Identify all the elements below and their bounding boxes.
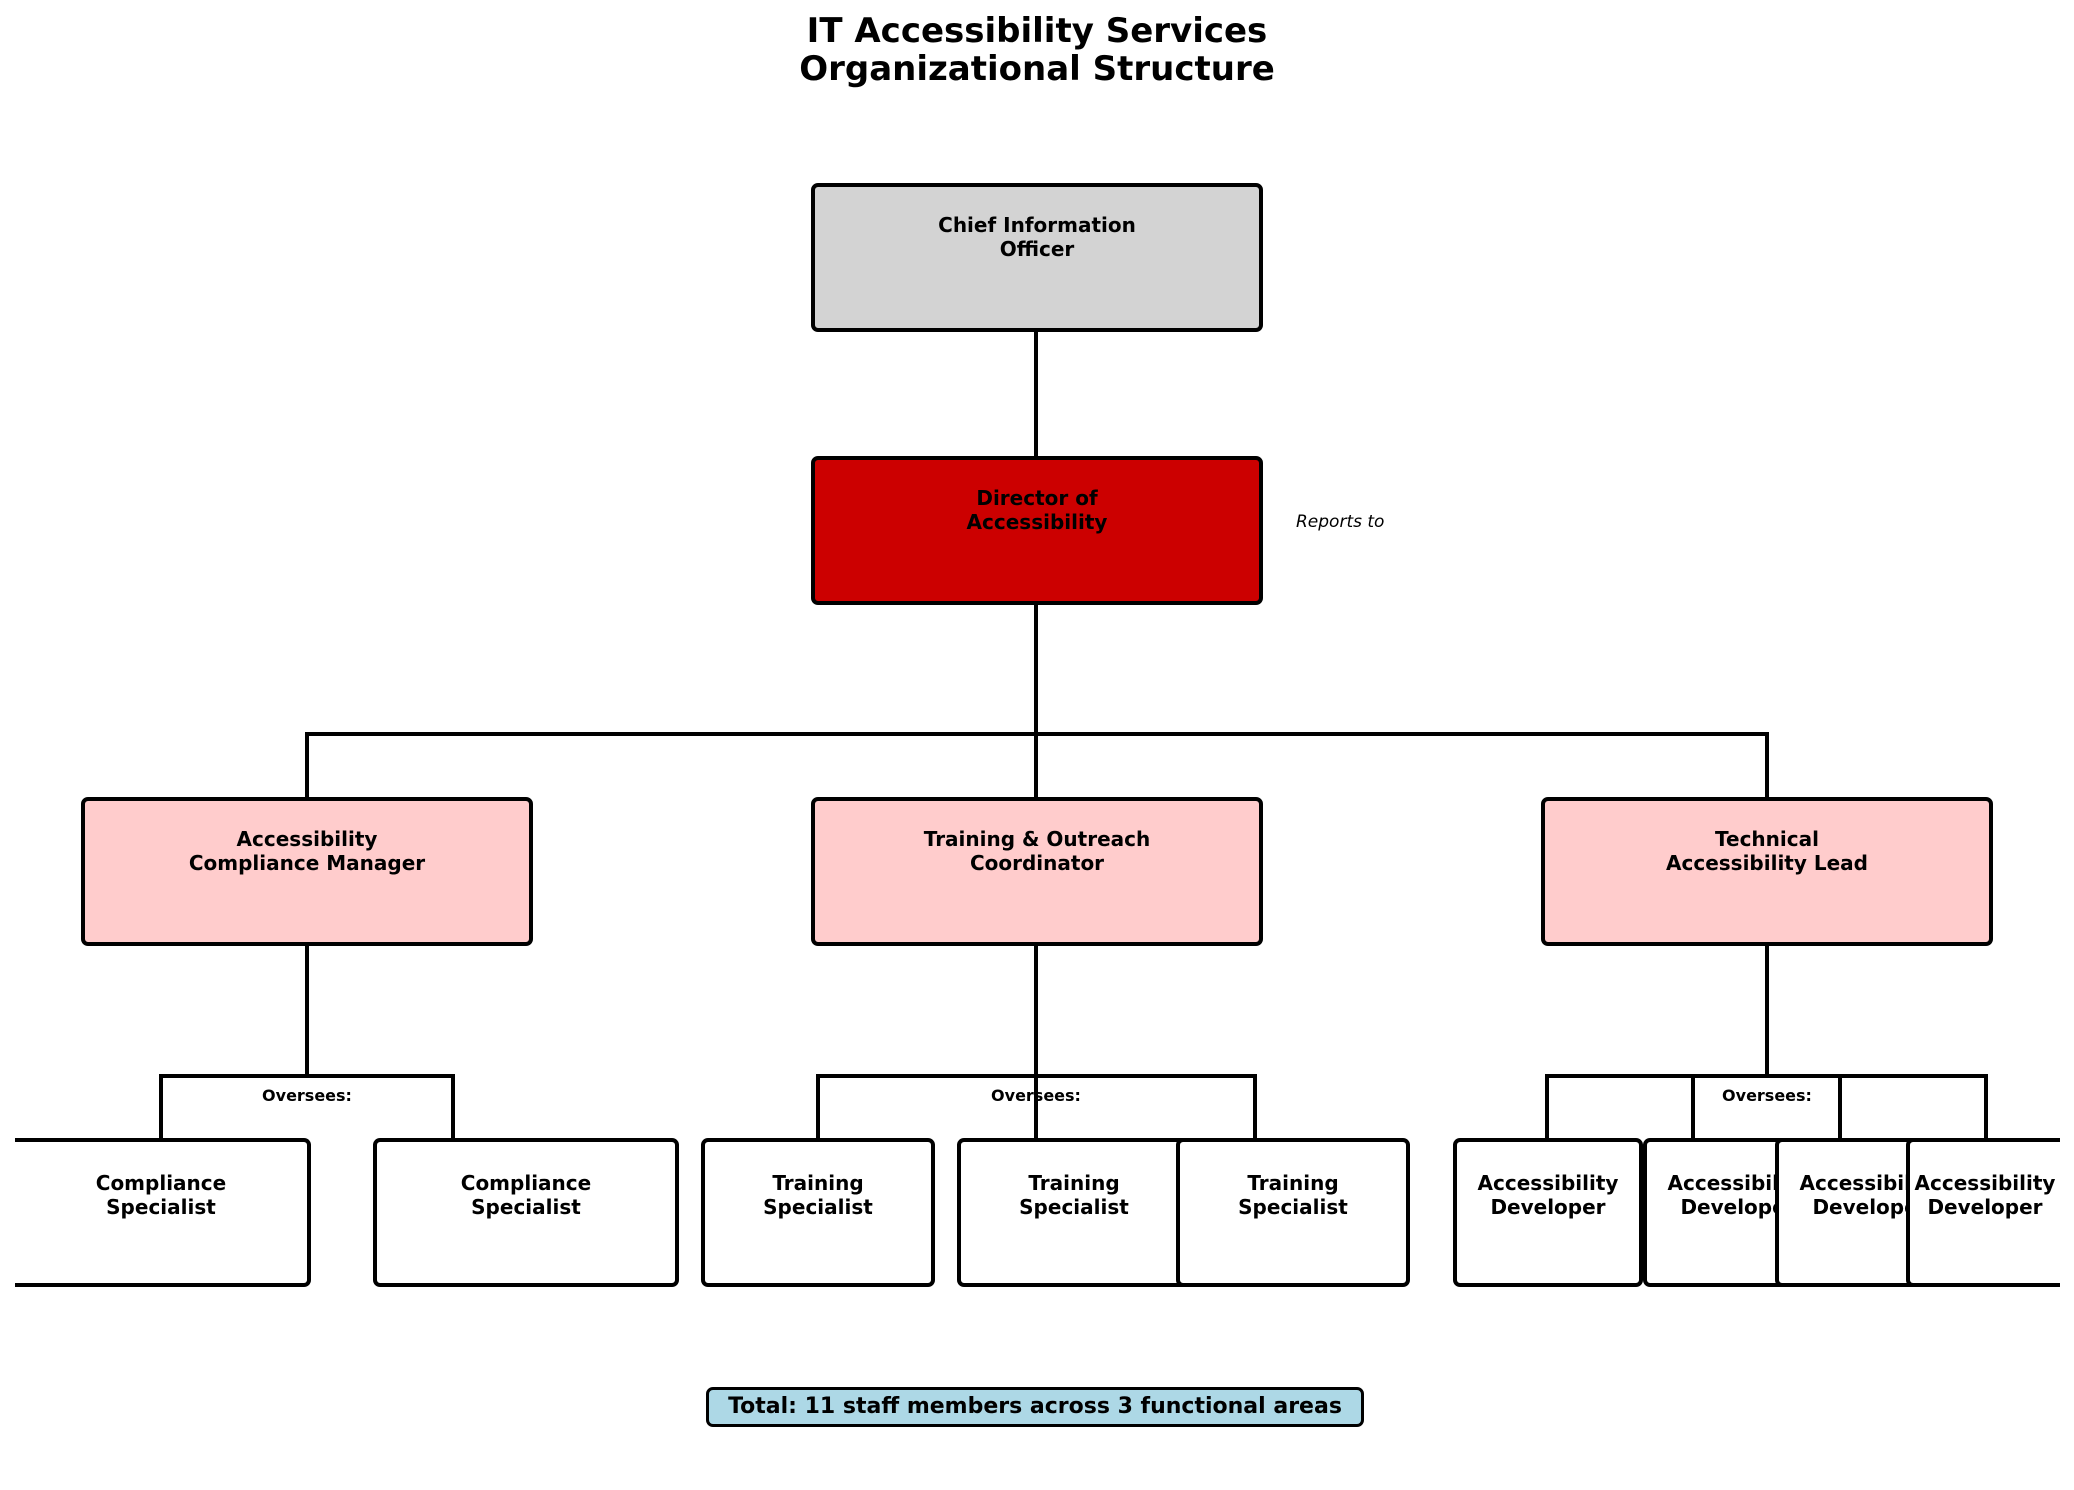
cio-box-label-line1: Chief Information <box>938 213 1136 237</box>
oversees-label-2: Oversees: <box>991 1086 1081 1105</box>
manager-box-1-label-line2: Compliance Manager <box>188 851 426 875</box>
staff-box-9-label-line1: Accessibility <box>1914 1171 2056 1195</box>
cio-box-label-line2: Officer <box>999 237 1075 261</box>
staff-box-6-label-line1: Accessibility <box>1477 1171 1619 1195</box>
staff-box-6-label-line2: Developer <box>1490 1195 1606 1219</box>
manager-box-3-label-line1: Technical <box>1715 827 1819 851</box>
staff-box-2-label-line1: Compliance <box>460 1171 592 1195</box>
staff-box-9-label-line2: Developer <box>1927 1195 2043 1219</box>
summary-badge: Total: 11 staff members across 3 functio… <box>706 1387 1364 1427</box>
director-box-label-line2: Accessibility <box>966 510 1108 534</box>
staff-box-3-label-line1: Training <box>772 1171 864 1195</box>
staff-box-2-label-line2: Specialist <box>471 1195 581 1219</box>
oversees-label-1: Oversees: <box>262 1086 352 1105</box>
oversees-label-3: Oversees: <box>1722 1086 1812 1105</box>
staff-box-4-label-line2: Specialist <box>1019 1195 1129 1219</box>
staff-box-5-label-line2: Specialist <box>1238 1195 1348 1219</box>
manager-box-3-label-line2: Accessibility Lead <box>1666 851 1868 875</box>
director-box-label-line1: Director of <box>976 486 1098 510</box>
staff-box-1-label-line1: Compliance <box>95 1171 227 1195</box>
chart-title-line2: Organizational Structure <box>799 49 1275 89</box>
staff-box-1-label-line2: Specialist <box>106 1195 216 1219</box>
manager-box-2-label-line1: Training & Outreach <box>923 827 1151 851</box>
staff-box-5-label-line1: Training <box>1247 1171 1339 1195</box>
manager-box-2-label-line2: Coordinator <box>969 851 1105 875</box>
staff-box-3-label-line2: Specialist <box>763 1195 873 1219</box>
manager-box-1-label-line1: Accessibility <box>236 827 378 851</box>
chart-title-line1: IT Accessibility Services <box>806 11 1268 51</box>
staff-box-4-label-line1: Training <box>1028 1171 1120 1195</box>
reports-to-note: Reports to <box>1296 512 1385 532</box>
